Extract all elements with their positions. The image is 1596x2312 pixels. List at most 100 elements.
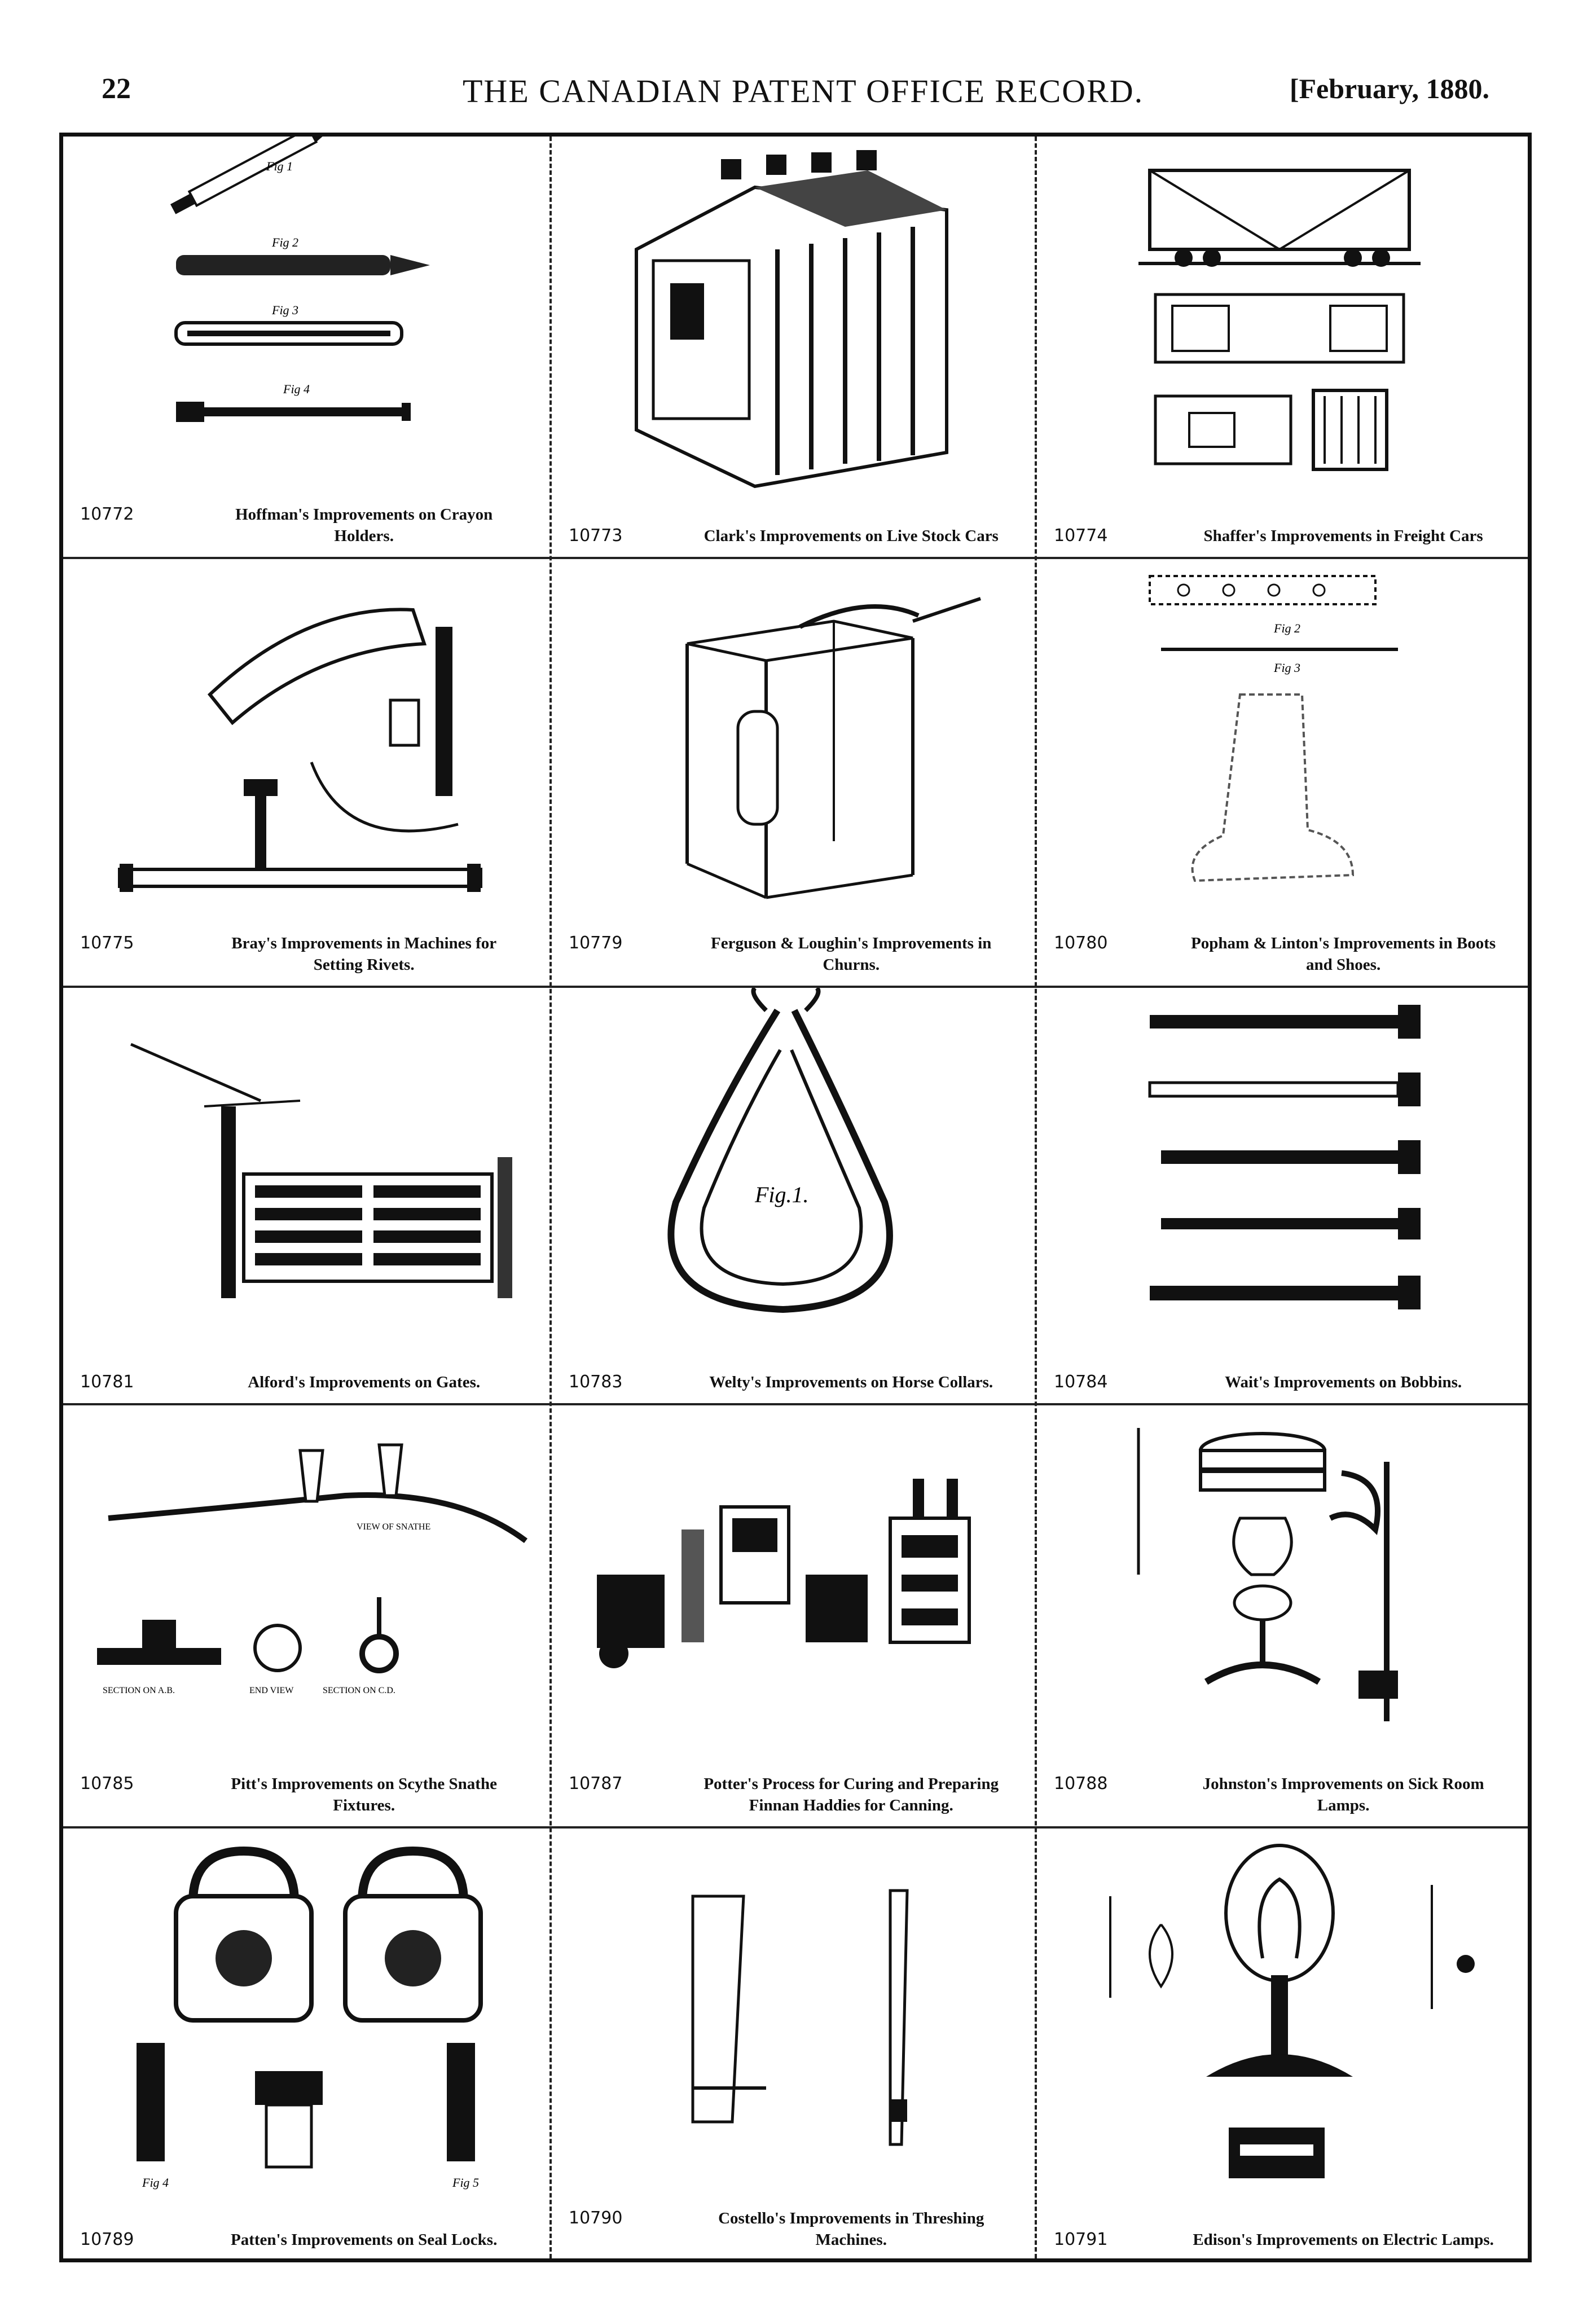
patent-caption: 10775 Bray's Improvements in Machines fo… — [63, 933, 548, 975]
patent-title: Popham & Linton's Improvements in Boots … — [1191, 934, 1496, 974]
horse-collar-figure: Fig.1. — [552, 988, 1035, 1349]
churn-figure — [552, 559, 1035, 920]
seal-lock-figure: Fig 4 Fig 5 — [63, 1828, 548, 2201]
fig-label: Fig 2 — [1273, 621, 1300, 635]
patent-caption: 10773 Clark's Improvements on Live Stock… — [552, 525, 1035, 547]
column-divider — [1035, 137, 1037, 2258]
freight-car-figure — [1037, 137, 1531, 498]
patent-cell-10789: Fig 4 Fig 5 10789 Patten's Improvements … — [63, 1828, 548, 2261]
patent-cell-10783: Fig.1. 10783 Welty's Improvements on Hor… — [552, 988, 1035, 1403]
patent-caption: 10783 Welty's Improvements on Horse Coll… — [552, 1372, 1035, 1393]
patent-cell-10790: 10790 Costello's Improvements in Threshi… — [552, 1828, 1035, 2261]
patent-title: Welty's Improvements on Horse Collars. — [709, 1373, 993, 1391]
fig-label: SECTION ON C.D. — [323, 1686, 395, 1695]
patent-cell-10784: 10784 Wait's Improvements on Bobbins. — [1037, 988, 1531, 1403]
patent-number: 10779 — [569, 933, 623, 953]
fig-label: Fig 4 — [142, 2175, 169, 2190]
patent-caption: 10784 Wait's Improvements on Bobbins. — [1037, 1372, 1531, 1393]
patent-cell-10791: 10791 Edison's Improvements on Electric … — [1037, 1828, 1531, 2261]
patent-number: 10772 — [80, 504, 134, 524]
patent-title: Hoffman's Improvements on Crayon Holders… — [235, 506, 493, 545]
patent-title: Shaffer's Improvements in Freight Cars — [1203, 527, 1483, 545]
gate-figure — [63, 988, 548, 1338]
sick-room-lamp-figure — [1037, 1405, 1531, 1766]
row-divider — [63, 1826, 1528, 1828]
patent-cell-10788: 10788 Johnston's Improvements on Sick Ro… — [1037, 1405, 1531, 1826]
electric-lamp-figure — [1037, 1828, 1531, 2201]
patent-title: Potter's Process for Curing and Preparin… — [704, 1775, 999, 1814]
patent-title: Alford's Improvements on Gates. — [248, 1373, 481, 1391]
live-stock-car-figure — [552, 137, 1035, 509]
journal-title: THE CANADIAN PATENT OFFICE RECORD. — [463, 73, 1144, 109]
patent-title: Costello's Improvements in Threshing Mac… — [718, 2209, 984, 2249]
patent-number: 10774 — [1054, 526, 1108, 546]
row-divider — [63, 986, 1528, 988]
fig-label: Fig.1. — [754, 1182, 809, 1207]
illustration-plate: Fig 1 Fig 2 Fig 3 Fig 4 10772 Hoffman's … — [59, 133, 1532, 2262]
patent-caption: 10774 Shaffer's Improvements in Freight … — [1037, 525, 1531, 547]
patent-title: Edison's Improvements on Electric Lamps. — [1193, 2231, 1494, 2249]
patent-caption: 10780 Popham & Linton's Improvements in … — [1037, 933, 1531, 975]
patent-cell-10781: 10781 Alford's Improvements on Gates. — [63, 988, 548, 1403]
patent-caption: 10791 Edison's Improvements on Electric … — [1037, 2229, 1531, 2251]
patent-caption: 10785 Pitt's Improvements on Scythe Snat… — [63, 1773, 548, 1816]
issue-date: [February, 1880. — [1289, 73, 1489, 104]
patent-caption: 10781 Alford's Improvements on Gates. — [63, 1372, 548, 1393]
patent-cell-10774: 10774 Shaffer's Improvements in Freight … — [1037, 137, 1531, 557]
patent-number: 10784 — [1054, 1372, 1108, 1392]
patent-caption: 10790 Costello's Improvements in Threshi… — [552, 2208, 1035, 2251]
patent-title: Wait's Improvements on Bobbins. — [1225, 1373, 1462, 1391]
patent-number: 10787 — [569, 1774, 623, 1794]
fig-label: Fig 5 — [452, 2175, 479, 2190]
patent-title: Pitt's Improvements on Scythe Snathe Fix… — [231, 1775, 497, 1814]
bobbin-figure — [1037, 988, 1531, 1349]
fig-label: Fig 1 — [266, 159, 293, 173]
fig-label: Fig 4 — [283, 382, 310, 396]
page-header: 22 THE CANADIAN PATENT OFFICE RECORD. [F… — [102, 72, 1489, 117]
patent-number: 10790 — [569, 2208, 623, 2228]
page-number: 22 — [102, 73, 131, 105]
column-divider — [549, 137, 552, 2258]
row-divider — [63, 1403, 1528, 1405]
patent-cell-10772: Fig 1 Fig 2 Fig 3 Fig 4 10772 Hoffman's … — [63, 137, 548, 557]
patent-number: 10789 — [80, 2230, 134, 2249]
crayon-holder-figure: Fig 1 Fig 2 Fig 3 Fig 4 — [63, 137, 548, 498]
threshing-machine-figure — [552, 1828, 1035, 2190]
plate-grid — [63, 137, 1528, 2258]
row-divider — [63, 557, 1528, 559]
patent-number: 10788 — [1054, 1774, 1108, 1794]
patent-title: Clark's Improvements on Live Stock Cars — [704, 527, 999, 545]
patent-cell-10785: VIEW OF SNATHE SECTION ON A.B. END VIEW … — [63, 1405, 548, 1826]
patent-caption: 10789 Patten's Improvements on Seal Lock… — [63, 2229, 548, 2251]
patent-cell-10773: 10773 Clark's Improvements on Live Stock… — [552, 137, 1035, 557]
patent-caption: 10788 Johnston's Improvements on Sick Ro… — [1037, 1773, 1531, 1816]
patent-cell-10780: Fig 2 Fig 3 10780 Popham & Linton's Impr… — [1037, 559, 1531, 986]
patent-cell-10779: 10779 Ferguson & Loughin's Improvements … — [552, 559, 1035, 986]
patent-number: 10773 — [569, 526, 623, 546]
patent-title: Ferguson & Loughin's Improvements in Chu… — [711, 934, 992, 974]
patent-caption: 10779 Ferguson & Loughin's Improvements … — [552, 933, 1035, 975]
fig-label: Fig 2 — [271, 235, 298, 249]
patent-number: 10780 — [1054, 933, 1108, 953]
patent-caption: 10772 Hoffman's Improvements on Crayon H… — [63, 504, 548, 547]
patent-title: Johnston's Improvements on Sick Room Lam… — [1202, 1775, 1484, 1814]
scythe-snathe-figure: VIEW OF SNATHE SECTION ON A.B. END VIEW … — [63, 1405, 548, 1766]
patent-cell-10775: 10775 Bray's Improvements in Machines fo… — [63, 559, 548, 986]
patent-caption: 10787 Potter's Process for Curing and Pr… — [552, 1773, 1035, 1816]
rivet-machine-figure — [63, 559, 548, 920]
fish-curing-apparatus-figure — [552, 1405, 1035, 1744]
patent-cell-10787: 10787 Potter's Process for Curing and Pr… — [552, 1405, 1035, 1826]
fig-label: VIEW OF SNATHE — [357, 1522, 430, 1532]
patent-number: 10785 — [80, 1774, 134, 1794]
fig-label: END VIEW — [249, 1686, 294, 1695]
patent-number: 10783 — [569, 1372, 623, 1392]
fig-label: Fig 3 — [271, 303, 298, 317]
boot-figure: Fig 2 Fig 3 — [1037, 559, 1531, 920]
patent-number: 10781 — [80, 1372, 134, 1392]
patent-title: Patten's Improvements on Seal Locks. — [231, 2231, 498, 2249]
patent-title: Bray's Improvements in Machines for Sett… — [231, 934, 497, 974]
patent-number: 10791 — [1054, 2230, 1108, 2249]
patent-number: 10775 — [80, 933, 134, 953]
fig-label: SECTION ON A.B. — [103, 1686, 175, 1695]
fig-label: Fig 3 — [1273, 661, 1300, 675]
